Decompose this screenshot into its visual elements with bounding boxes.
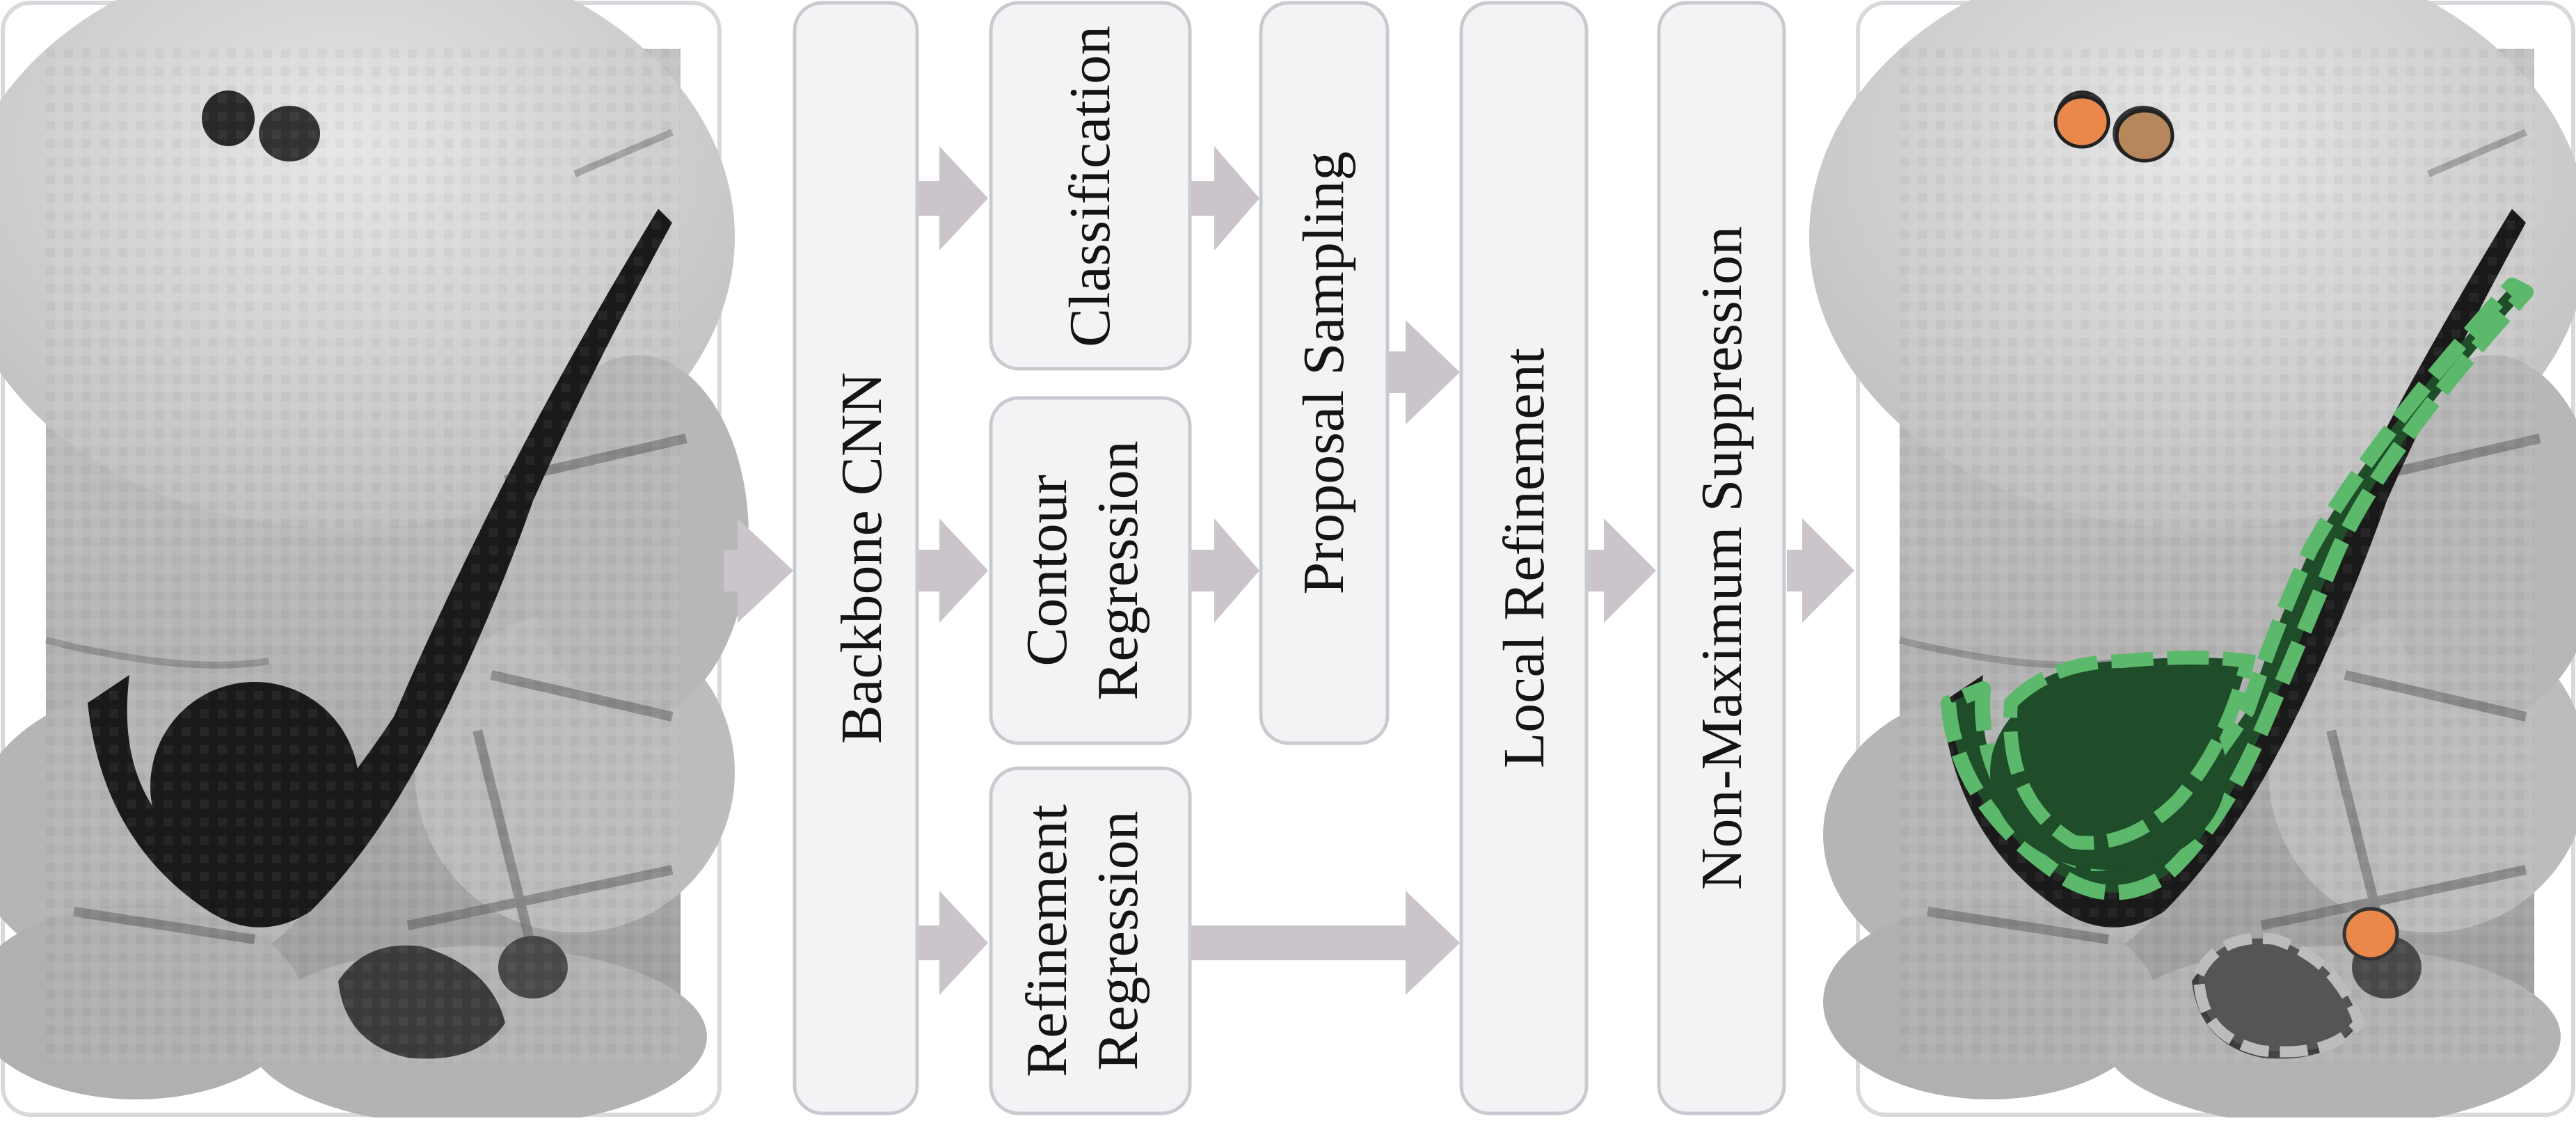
neuron-segmentation [1941, 278, 2534, 900]
arrow-backbone-classification [919, 146, 988, 251]
segmented-output-image [1809, 0, 2576, 1118]
arrow-contour-proposal [1191, 518, 1259, 623]
refinement-label-line2: Regression [1086, 811, 1150, 1070]
small-cell-3 [2342, 907, 2399, 961]
refinement-label-line1: Refinement [1015, 804, 1079, 1077]
small-cell-1 [2053, 95, 2110, 149]
microscopy-input-image [0, 0, 749, 1118]
arrow-backbone-refinement [919, 891, 988, 995]
neuron-soma-outline [2003, 651, 2257, 850]
local-refinement-box [1459, 1, 1589, 1115]
arrow-local-nms [1588, 518, 1656, 623]
arrow-refinement-local [1191, 891, 1460, 995]
classification-box [989, 1, 1192, 371]
nms-label: Non-Maximum Suppression [1689, 226, 1754, 890]
contour-regression-box [989, 396, 1192, 745]
nms-box [1657, 1, 1786, 1115]
small-cell-2 [2115, 109, 2175, 163]
arrow-proposal-local [1389, 320, 1460, 424]
arrow-backbone-contour [919, 518, 988, 623]
arrow-input-backbone [724, 518, 793, 623]
contour-label-line2: Regression [1086, 440, 1150, 700]
local-refinement-label: Local Refinement [1492, 348, 1557, 768]
arrows [724, 146, 1854, 995]
classification-label: Classification [1058, 26, 1122, 347]
arrow-classification-proposal [1191, 146, 1259, 251]
contour-label-line1: Contour [1015, 475, 1079, 666]
arrow-nms-output [1787, 518, 1854, 623]
proposal-sampling-label: Proposal Sampling [1291, 151, 1356, 594]
backbone-box [793, 1, 919, 1115]
backbone-label: Backbone CNN [829, 372, 894, 744]
refinement-regression-box [989, 766, 1192, 1115]
proposal-sampling-box [1259, 1, 1390, 745]
gray-cell-outline [2193, 932, 2365, 1058]
